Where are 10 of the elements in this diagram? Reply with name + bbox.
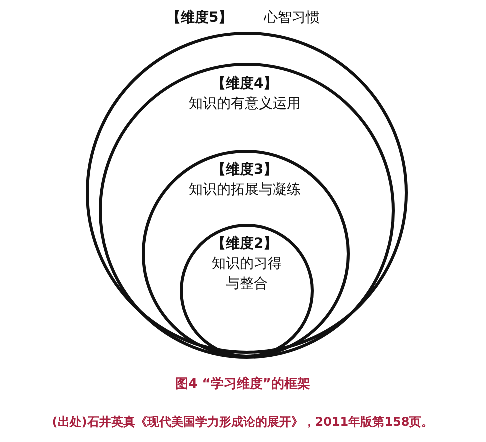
dimension-label: 知识的有意义运用 [189,95,301,114]
dimension-label: 知识的拓展与凝练 [189,181,301,200]
dimension-heading: 【维度3】 [212,160,278,180]
dimension-label: 知识的习得与整合 [211,255,283,294]
figure-caption: 图4 “学习维度”的框架 [174,376,312,393]
dimension-label: 心智习惯 [264,9,320,28]
dimension-heading: 【维度2】 [212,234,278,254]
source-note: (出处)石井英真《现代美国学力形成论的展开》，2011年版第158页。 [51,414,435,431]
dimension-heading: 【维度4】 [212,74,278,94]
dimension-heading: 【维度5】 [167,8,233,28]
